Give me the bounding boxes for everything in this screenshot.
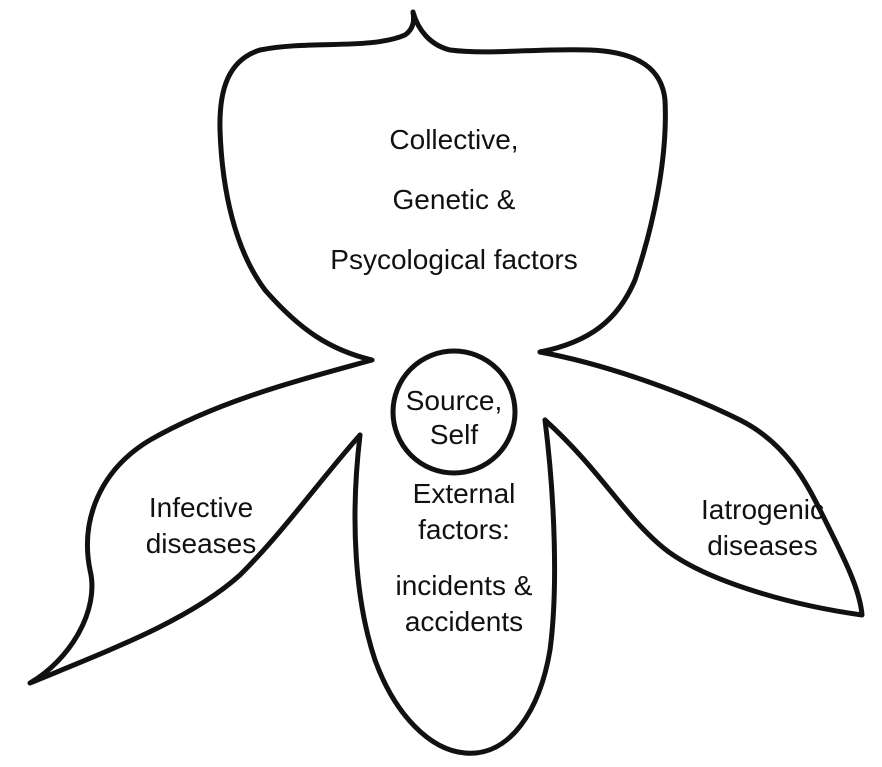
left-petal (27, 357, 375, 686)
bottom-petal-label-top: External factors: (384, 476, 544, 548)
bottom-petal-label-bottom: incidents & accidents (376, 568, 552, 640)
center-line-2: Self (429, 419, 479, 450)
bottom-line-3: incidents & (395, 570, 533, 601)
bottom-line-1: External (412, 478, 516, 509)
left-line-1: Infective (148, 492, 254, 523)
right-petal-label: Iatrogenic diseases (680, 492, 845, 564)
center-label: Source, Self (394, 384, 514, 452)
top-line-1: Collective, (389, 124, 519, 155)
center-line-1: Source, (405, 385, 503, 416)
right-line-1: Iatrogenic (701, 494, 824, 525)
top-petal (217, 9, 668, 363)
top-line-2: Genetic & (392, 184, 516, 215)
bottom-line-2: factors: (418, 514, 510, 545)
source-circle (390, 348, 518, 476)
right-petal (537, 349, 865, 618)
bottom-petal (352, 417, 558, 756)
top-line-3: Psycological factors (330, 244, 578, 275)
bottom-line-4: accidents (404, 606, 524, 637)
right-line-2: diseases (707, 530, 818, 561)
top-petal-label: Collective, Genetic & Psycological facto… (299, 110, 609, 290)
left-petal-label: Infective diseases (126, 490, 276, 562)
left-line-2: diseases (145, 528, 257, 559)
